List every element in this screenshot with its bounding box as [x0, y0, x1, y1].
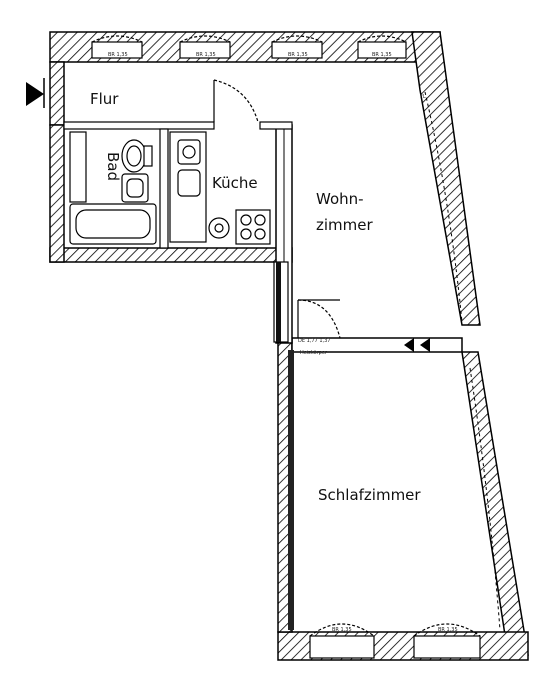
window-tag-3: BR 1,35: [288, 52, 308, 58]
room-labels: Flur Küche Bad Wohn- zimmer Schlafzimmer: [90, 90, 421, 504]
room-label-flur: Flur: [90, 90, 119, 108]
window-tag-6: BR 1,35: [438, 627, 458, 633]
heater-marks: [404, 338, 430, 352]
door-tag: DE 1,77 1,37: [298, 338, 330, 344]
room-label-wohnzimmer-1: Wohn-: [316, 190, 364, 208]
window-tag-4: BR 1,35: [372, 52, 392, 58]
entrance-arrow-icon: [26, 78, 45, 108]
heater-tag: Heizkörper: [300, 350, 328, 356]
kitchen-fixtures: [169, 131, 271, 245]
window-tag-1: BR 1,35: [108, 52, 128, 58]
interior-walls: [63, 121, 463, 630]
fl-tag: FL: [420, 94, 426, 100]
bathroom-fixtures: [69, 131, 157, 245]
windows-bottom: [309, 623, 481, 659]
window-tags-top: BR 1,35 BR 1,35 BR 1,35 BR 1,35: [108, 52, 392, 58]
window-tag-5: BR 1,35: [332, 627, 352, 633]
room-label-kueche: Küche: [212, 174, 258, 192]
doors: [213, 79, 341, 339]
windows-top: [91, 35, 407, 59]
window-tag-2: BR 1,35: [196, 52, 216, 58]
room-label-wohnzimmer-2: zimmer: [316, 216, 373, 234]
curtain-lines: [424, 91, 501, 631]
window-tags-bottom: BR 1,35 BR 1,35: [332, 627, 458, 633]
room-label-bad: Bad: [104, 152, 122, 181]
room-label-schlafzimmer: Schlafzimmer: [318, 486, 421, 504]
